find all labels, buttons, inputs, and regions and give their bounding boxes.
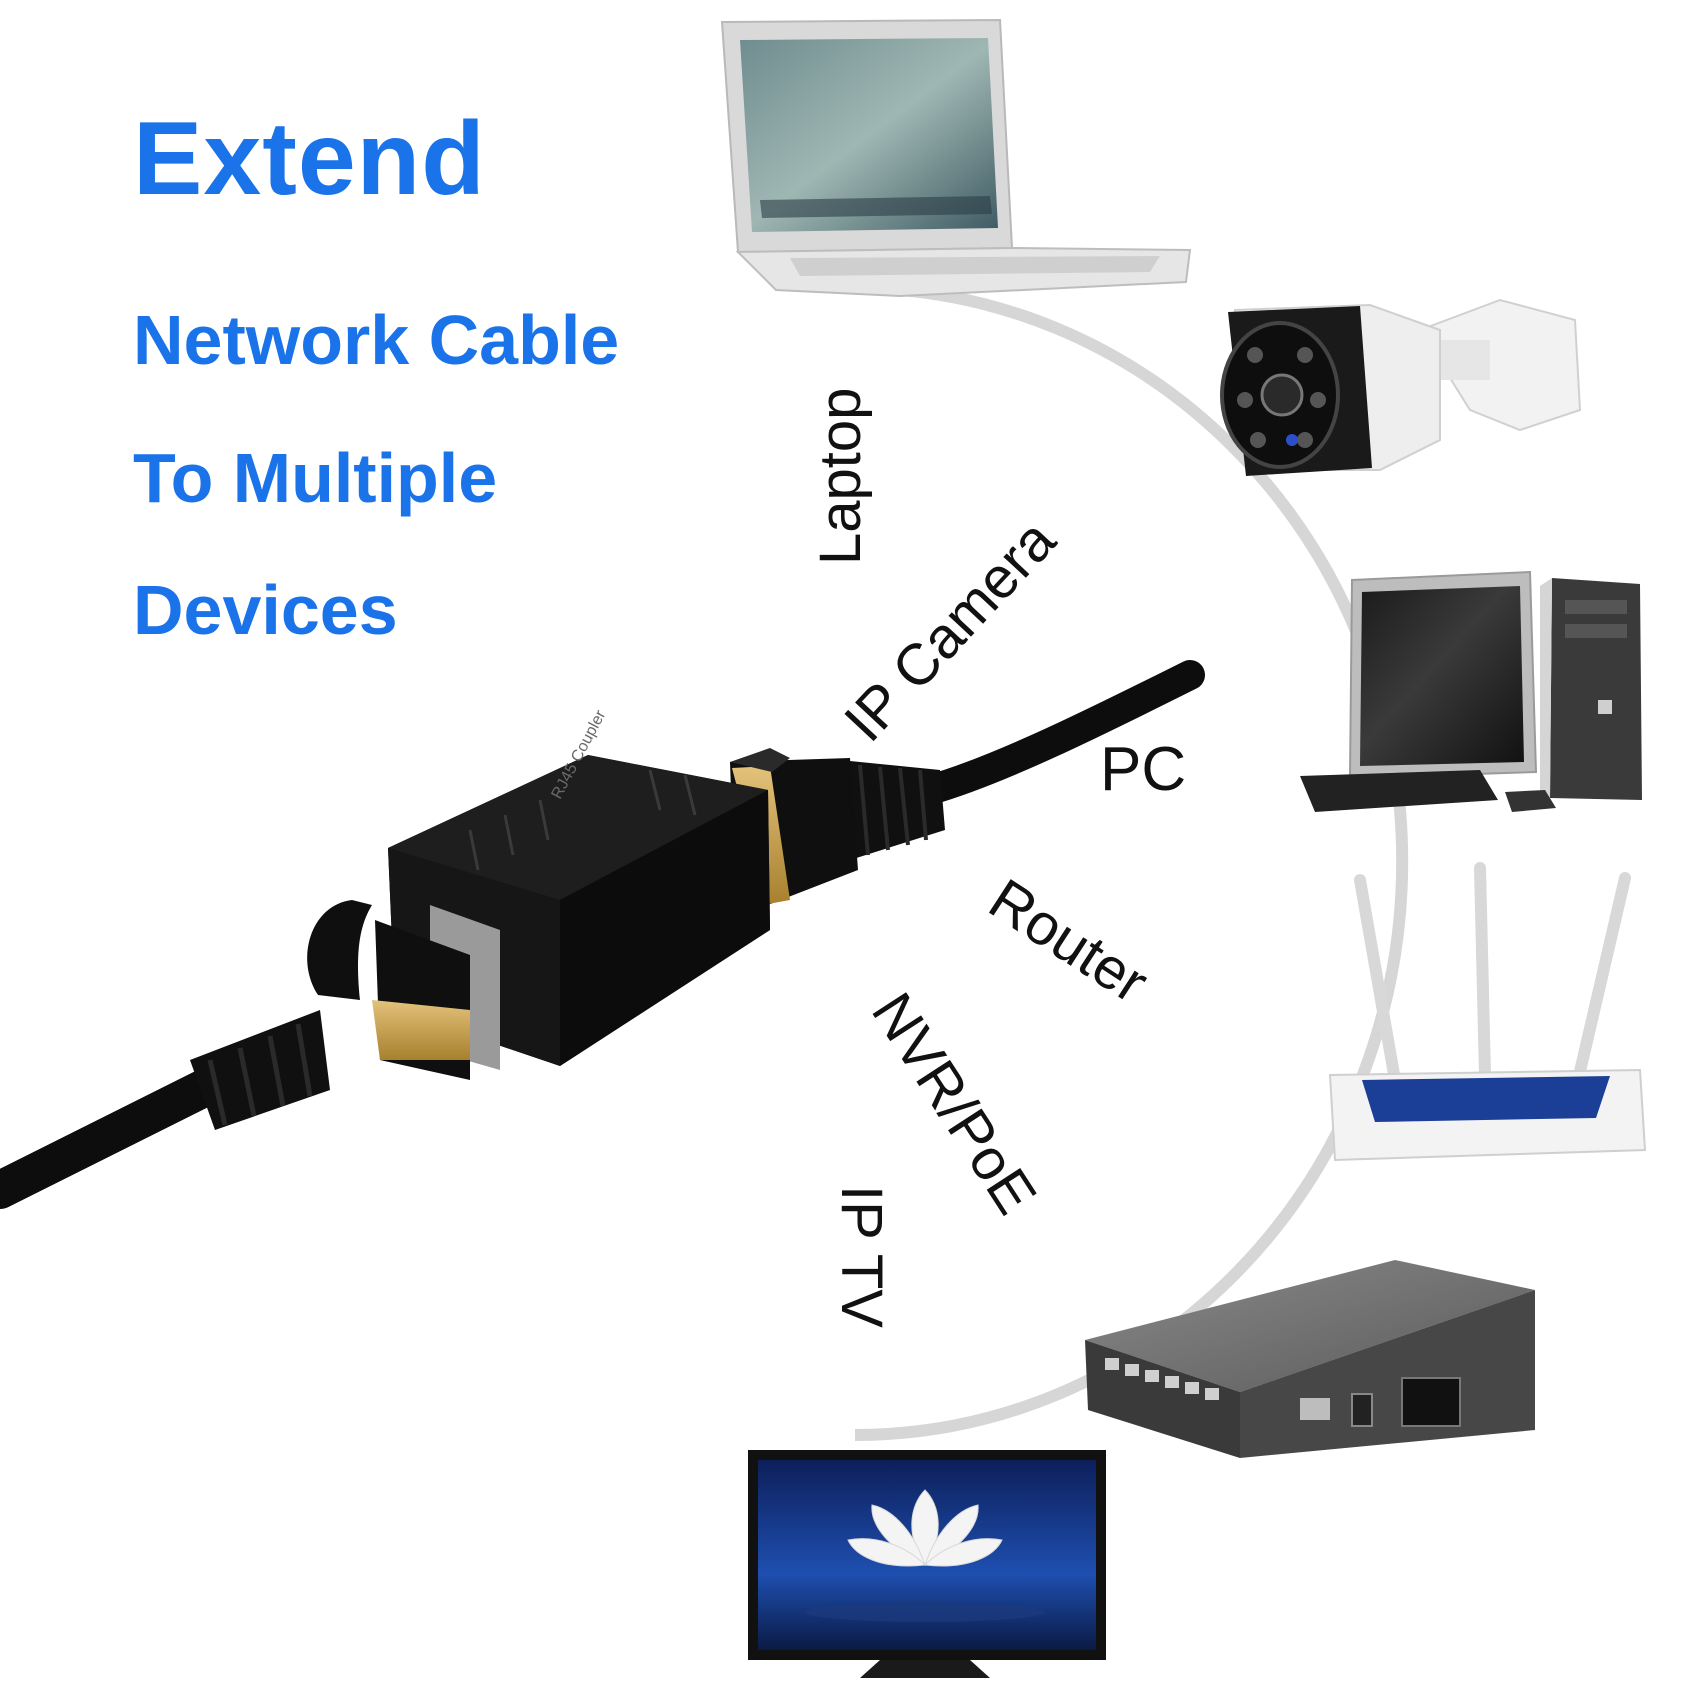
device-label-group: Laptop IP Camera PC Router NVR/PoE IP TV	[808, 388, 1186, 1329]
laptop-icon	[720, 18, 1192, 298]
rj45-coupler-icon: RJ45 Coupler	[0, 660, 1205, 1209]
ip-camera-icon	[1220, 298, 1582, 476]
router-icon	[1328, 862, 1647, 1162]
poe-switch-icon	[1085, 1260, 1535, 1458]
headline-line-3: Devices	[133, 571, 398, 649]
tv-icon	[748, 1450, 1106, 1678]
headline-title: Extend	[133, 101, 486, 217]
desktop-pc-icon	[1300, 570, 1642, 812]
label-laptop: Laptop	[808, 388, 873, 565]
label-router: Router	[978, 866, 1159, 1015]
label-ip-tv: IP TV	[829, 1185, 894, 1328]
headline-line-2: To Multiple	[133, 439, 498, 517]
label-pc: PC	[1100, 735, 1186, 804]
headline-line-1: Network Cable	[133, 301, 620, 379]
